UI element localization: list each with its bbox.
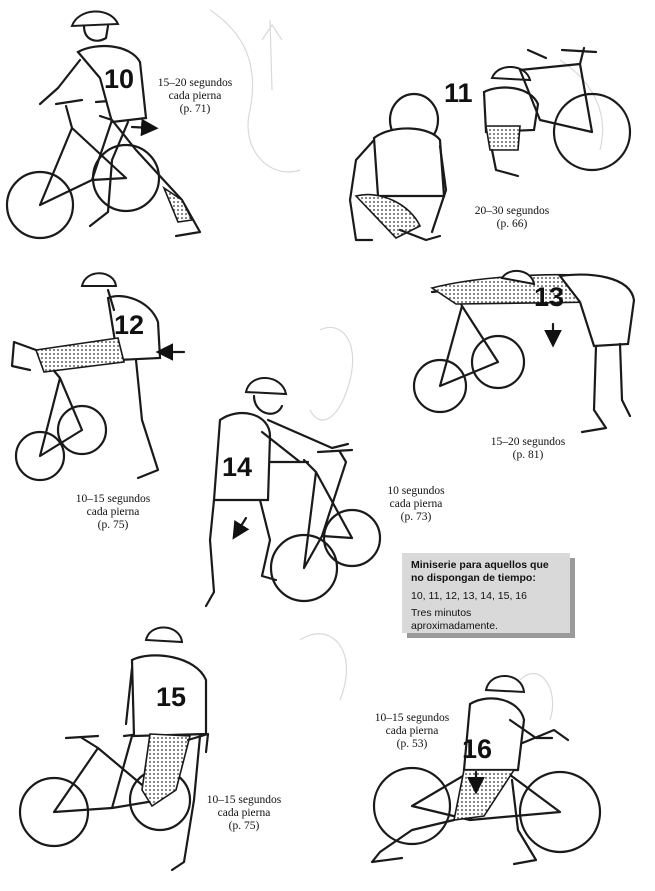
figure-13: 13 [412,269,636,434]
exercise-15-number: 15 [156,682,186,712]
note-title-line2: no dispongan de tiempo: [411,572,536,584]
caption-11-duration: 20–30 segundos [474,205,550,217]
figure-16: 16 [370,675,602,866]
caption-16-page: (p. 53) [396,738,428,750]
figure-10: 10 [5,10,202,240]
caption-14: 10 segundos cada pierna (p. 73) [366,485,466,524]
caption-13-page: (p. 81) [512,449,544,461]
caption-16-duration: 10–15 segundos [374,712,450,724]
figure-11: 11 [348,46,632,242]
caption-14-page: (p. 73) [400,511,432,523]
note-footer-line2: aproximadamente. [411,620,498,632]
figure-15: 15 [18,626,210,872]
figure-14: 14 [204,377,382,608]
caption-15: 10–15 segundos cada pierna (p. 75) [188,794,300,833]
exercise-14-number: 14 [222,452,252,482]
caption-14-duration: 10 segundos [387,485,445,497]
caption-15-detail: cada pierna [217,807,271,819]
background-bleed [209,9,604,721]
caption-13-duration: 15–20 segundos [490,436,566,448]
note-title-line1: Miniserie para aquellos que [411,559,549,571]
caption-12-duration: 10–15 segundos [75,493,151,505]
caption-15-page: (p. 75) [228,820,260,832]
exercise-12-number: 12 [114,310,144,340]
note-footer-line1: Tres minutos [411,607,472,619]
caption-13: 15–20 segundos (p. 81) [472,436,584,462]
caption-12: 10–15 segundos cada pierna (p. 75) [56,493,170,532]
caption-15-duration: 10–15 segundos [206,794,282,806]
exercise-10-number: 10 [104,64,134,94]
figure-12: 12 [10,272,186,482]
exercise-11-number: 11 [444,78,473,108]
caption-11-page: (p. 66) [496,218,528,230]
caption-10-page: (p. 71) [179,103,211,115]
caption-14-detail: cada pierna [389,498,443,510]
caption-10-duration: 15–20 segundos [157,77,233,89]
exercise-16-number: 16 [462,734,492,764]
caption-16: 10–15 segundos cada pierna (p. 53) [356,712,468,751]
caption-12-page: (p. 75) [97,519,129,531]
caption-11: 20–30 segundos (p. 66) [456,205,568,231]
caption-12-detail: cada pierna [86,506,140,518]
exercise-13-number: 13 [534,282,564,312]
note-sequence: 10, 11, 12, 13, 14, 15, 16 [411,590,527,602]
caption-10: 15–20 segundos cada pierna (p. 71) [136,77,254,116]
caption-16-detail: cada pierna [385,725,439,737]
caption-10-detail: cada pierna [168,90,222,102]
miniseries-note-box: Miniserie para aquellos que no dispongan… [402,553,570,633]
